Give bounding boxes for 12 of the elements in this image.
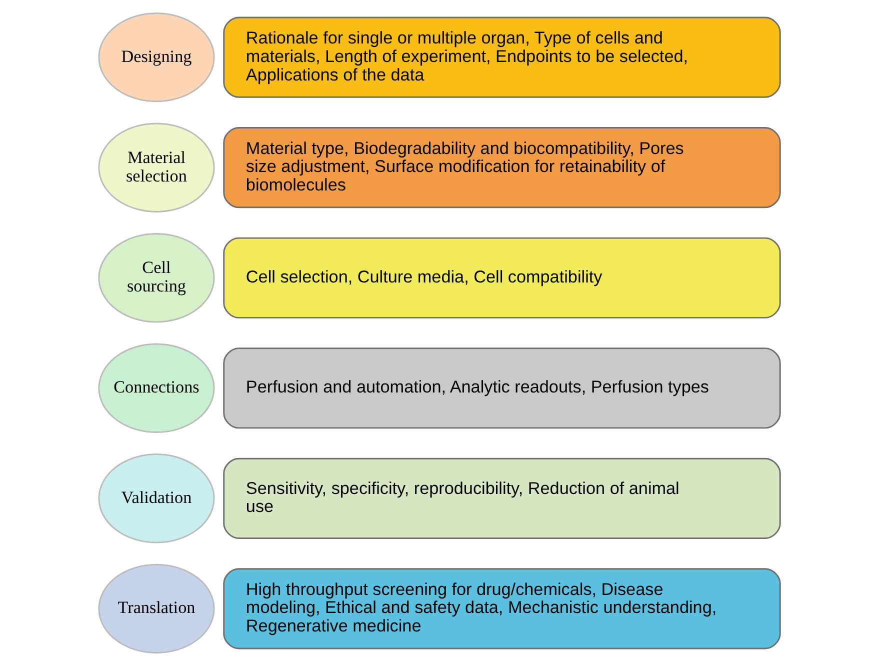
node-box: Perfusion and automation, Analytic readouts, Perfusion types — [222, 348, 780, 429]
node-ellipse: Cell sourcing — [98, 233, 214, 323]
node-box: Cell selection, Culture media, Cell compatibility — [222, 237, 780, 318]
node-ellipse: Connections — [98, 343, 214, 433]
node-ellipse: Translation — [98, 564, 214, 654]
node-box: Rationale for single or multiple organ, Type of cells and materials, Length of experiment, Endpoints to be selected, Applications of the data — [222, 16, 780, 98]
node-box: Material type, Biodegradability and biocompatibility, Pores size adjustment, Surface modification for retainability of biomolecules — [222, 127, 780, 208]
node-ellipse: Validation — [98, 454, 214, 544]
node-box: Sensitivity, specificity, reproducibility, Reduction of animal use — [222, 458, 780, 539]
node-ellipse: Material selection — [98, 122, 214, 212]
node-ellipse: Designing — [98, 12, 214, 102]
node-box: High throughput screening for drug/chemicals, Disease modeling, Ethical and safety data, Mechanistic understanding, Regenerative medicine — [222, 568, 780, 650]
